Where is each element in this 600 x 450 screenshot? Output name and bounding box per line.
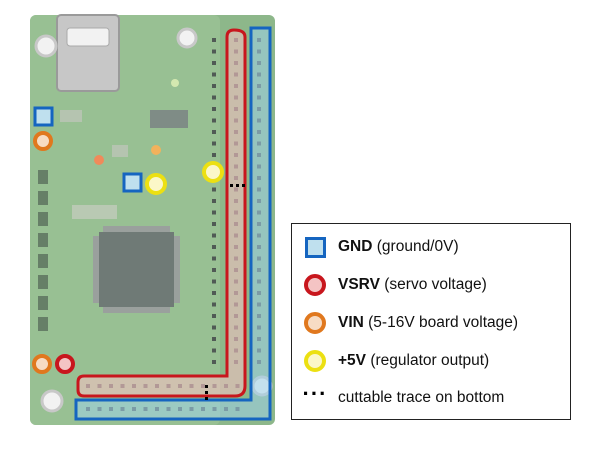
header-pin: [212, 61, 216, 65]
header-pin: [212, 107, 216, 111]
legend-item-5v: +5V (regulator output): [300, 347, 489, 375]
edge-pin: [38, 317, 48, 331]
header-pin: [212, 233, 216, 238]
header-pin: [212, 314, 216, 318]
edge-pin: [38, 275, 48, 289]
header-pin: [212, 141, 216, 146]
vsrv-ring-icon: [300, 272, 330, 298]
edge-pin: [38, 191, 48, 205]
legend-text-cuttable: cuttable trace on bottom: [338, 389, 505, 406]
header-pin: [212, 72, 216, 77]
cut-mark-dot: [236, 184, 239, 187]
gnd-pad-top-left: [33, 106, 54, 127]
header-pin: [212, 118, 216, 123]
vin-pad-top-left: [33, 131, 53, 151]
header-pin: [212, 337, 216, 341]
header-pin: [212, 38, 216, 42]
chip-pin-row: [103, 307, 170, 313]
edge-pin: [38, 212, 48, 226]
usb-port-opening: [66, 27, 110, 47]
edge-pin: [38, 170, 48, 184]
status-led-green: [171, 79, 179, 87]
header-pin: [212, 84, 216, 88]
header-pin: [212, 153, 216, 157]
microcontroller-chip: [99, 232, 174, 307]
header-pin: [212, 325, 216, 330]
component: [60, 110, 82, 122]
status-led-red: [94, 155, 104, 165]
legend-text-vsrv: VSRV (servo voltage): [338, 276, 487, 293]
header-pin: [212, 302, 216, 307]
5v-pad-right: [202, 161, 224, 183]
component: [112, 145, 128, 157]
vin-pad-bottom-left: [32, 354, 52, 374]
mounting-hole-top-left: [34, 34, 58, 58]
gnd-square-icon: [300, 234, 330, 260]
mounting-hole-bottom-left: [40, 389, 64, 413]
header-pin: [212, 49, 216, 54]
cut-mark-dot: [205, 391, 208, 394]
vin-ring-icon: [300, 310, 330, 336]
header-pin: [212, 95, 216, 100]
edge-pin: [38, 254, 48, 268]
chip-pin-row: [103, 226, 170, 232]
vsrv-pad-bottom-left: [55, 354, 75, 374]
cut-mark-dot: [205, 385, 208, 388]
5v-pad-center: [145, 173, 167, 195]
legend-item-cuttable: ··· cuttable trace on bottom: [300, 381, 505, 412]
header-pin: [212, 245, 216, 249]
edge-pin: [38, 233, 48, 247]
chip-pin-row: [174, 236, 180, 303]
legend-item-vin: VIN (5-16V board voltage): [300, 309, 518, 337]
legend-text-vin: VIN (5-16V board voltage): [338, 314, 519, 331]
legend-text-5v: +5V (regulator output): [338, 352, 490, 369]
vsrv-trace-outline: [76, 28, 247, 398]
cut-mark-dot: [205, 397, 208, 400]
left-header-pins: [38, 170, 48, 331]
status-led-orange: [151, 145, 161, 155]
legend-item-vsrv: VSRV (servo voltage): [300, 271, 487, 299]
header-pin: [212, 291, 216, 295]
legend-text-gnd: GND (ground/0V): [338, 238, 459, 255]
legend-item-gnd: GND (ground/0V): [300, 233, 459, 261]
mounting-hole-top-right: [176, 27, 198, 49]
cuttable-dots-icon: ···: [302, 381, 328, 406]
gnd-trace-outline: [74, 26, 272, 421]
header-pin: [212, 210, 216, 215]
header-pin: [212, 360, 216, 364]
edge-pin: [38, 296, 48, 310]
gnd-pad-center: [122, 172, 143, 193]
usb-connector: [56, 14, 120, 92]
header-pin: [212, 256, 216, 261]
header-pin: [212, 130, 216, 134]
legend-box: GND (ground/0V) VSRV (servo voltage) VIN…: [291, 223, 571, 420]
header-pin: [212, 222, 216, 226]
header-pin: [212, 268, 216, 272]
cut-mark-dot: [242, 184, 245, 187]
header-pin: [212, 348, 216, 353]
header-pin: [212, 279, 216, 284]
header-pin: [212, 199, 216, 203]
cuttable-trace-markers: [205, 184, 245, 400]
component: [150, 110, 188, 128]
cut-mark-dot: [230, 184, 233, 187]
5v-ring-icon: [300, 348, 330, 374]
component: [72, 205, 117, 219]
header-pin: [212, 187, 216, 192]
chip-pin-row: [93, 236, 99, 303]
